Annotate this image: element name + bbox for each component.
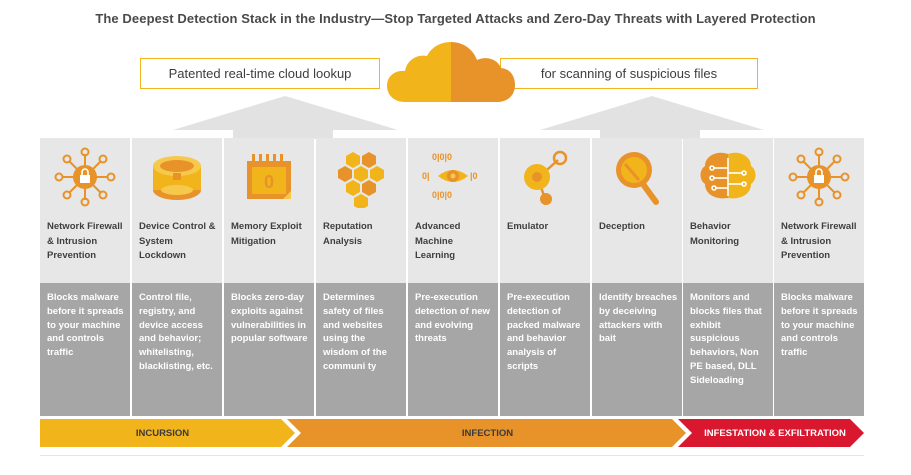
banner-left-text: Patented real-time cloud lookup [168, 66, 352, 81]
phase-incursion: INCURSION [40, 419, 285, 447]
banner-right: for scanning of suspicious files [500, 58, 758, 89]
phase-incursion-shape [40, 419, 295, 447]
layer-description: Blocks malware before it spreads to your… [781, 292, 858, 359]
upward-arrows [173, 96, 764, 139]
layer-header: 0 Memory Exploit Mitigation [224, 138, 314, 283]
phase-infection: INFECTION [295, 419, 680, 447]
layer-memory-exploit: 0 Memory Exploit Mitigation Blocks zero-… [224, 138, 314, 416]
layer-title: Network Firewall & Intrusion Prevention [781, 221, 857, 261]
svg-text:0|0|0: 0|0|0 [432, 190, 452, 200]
layer-behavior-monitoring: Behavior Monitoring Monitors and blocks … [683, 138, 773, 416]
layer-emulator: Emulator Pre-execution detection of pack… [500, 138, 590, 416]
layer-description-panel: Pre-execution detection of new and evolv… [408, 283, 498, 416]
layer-description-panel: Blocks zero-day exploits against vulnera… [224, 283, 314, 416]
layer-network-firewall-2: Network Firewall & Intrusion Prevention … [774, 138, 864, 416]
layer-title: Device Control & System Lockdown [139, 221, 216, 261]
layer-description-panel: Pre-execution detection of packed malwar… [500, 283, 590, 416]
binary-eye-icon: 0|0|0 0|0|0 0| |0 [422, 152, 478, 200]
phase-label: INFECTION [461, 427, 514, 439]
layer-description-panel: Determines safety of files and websites … [316, 283, 406, 416]
layer-title: Behavior Monitoring [690, 221, 740, 247]
layer-header: Device Control & System Lockdown [132, 138, 222, 283]
layer-description: Blocks malware before it spreads to your… [47, 292, 124, 359]
svg-text:0|: 0| [422, 171, 430, 181]
layer-description-panel: Identify breaches by deceiving attackers… [592, 283, 682, 416]
layer-header: Behavior Monitoring [683, 138, 773, 283]
layer-description: Determines safety of files and websites … [323, 292, 387, 372]
layer-description: Pre-execution detection of packed malwar… [507, 292, 581, 372]
layer-network-firewall-1: Network Firewall & Intrusion Prevention … [40, 138, 130, 416]
layer-header: Network Firewall & Intrusion Prevention [40, 138, 130, 283]
layer-description-panel: Blocks malware before it spreads to your… [774, 283, 864, 416]
layer-header: Network Firewall & Intrusion Prevention [774, 138, 864, 283]
phase-label: INCURSION [135, 427, 190, 439]
phase-infestation-shape [678, 419, 864, 447]
layer-description: Identify breaches by deceiving attackers… [599, 292, 678, 345]
layer-device-control: Device Control & System Lockdown Control… [132, 138, 222, 416]
phase-infestation-exfiltration: INFESTATION & EXFILTRATION [690, 419, 860, 447]
svg-text:|0: |0 [470, 171, 478, 181]
banner-right-text: for scanning of suspicious files [540, 66, 718, 81]
layer-description-panel: Blocks malware before it spreads to your… [40, 283, 130, 416]
layer-title: Network Firewall & Intrusion Prevention [47, 221, 123, 261]
memory-chip-icon: 0 [247, 154, 291, 199]
left-arrow [173, 96, 398, 130]
layer-description-panel: Control file, registry, and device acces… [132, 283, 222, 416]
layer-description-panel: Monitors and blocks files that exhibit s… [683, 283, 773, 416]
page-title: The Deepest Detection Stack in the Indus… [95, 11, 816, 26]
layer-header: Emulator [500, 138, 590, 283]
network-hub-lock-icon [788, 147, 850, 207]
layer-description: Pre-execution detection of new and evolv… [415, 292, 490, 345]
layer-header: 0|0|0 0|0|0 0| |0 Advanced Machine Learn… [408, 138, 498, 283]
svg-text:0: 0 [264, 172, 274, 192]
brain-circuit-icon [700, 152, 756, 199]
phase-label: INFESTATION & EXFILTRATION [704, 427, 846, 439]
right-arrow-stem [600, 125, 700, 139]
layer-title: Reputation Analysis [323, 221, 373, 247]
layer-deception: Deception Identify breaches by deceiving… [592, 138, 682, 416]
network-hub-lock-icon [54, 147, 116, 207]
hexagon-cluster-icon [338, 152, 384, 208]
left-arrow-stem [233, 125, 333, 139]
divider [40, 455, 864, 456]
layer-title: Emulator [507, 221, 549, 232]
phase-infection-shape [287, 419, 686, 447]
device-band-lock-icon [153, 156, 201, 200]
layer-machine-learning: 0|0|0 0|0|0 0| |0 Advanced Machine Learn… [408, 138, 498, 416]
layer-description: Blocks zero-day exploits against vulnera… [231, 292, 308, 345]
banner-left: Patented real-time cloud lookup [140, 58, 380, 89]
layer-description: Monitors and blocks files that exhibit s… [690, 292, 762, 386]
layer-header: Reputation Analysis [316, 138, 406, 283]
layer-title: Advanced Machine Learning [415, 221, 461, 261]
layer-header: Deception [592, 138, 682, 283]
emulator-nodes-icon [524, 150, 568, 205]
cloud-icon [387, 42, 515, 102]
layer-description: Control file, registry, and device acces… [139, 292, 213, 372]
right-arrow [540, 96, 764, 130]
layer-title: Memory Exploit Mitigation [231, 221, 302, 247]
svg-text:0|0|0: 0|0|0 [432, 152, 452, 162]
layer-title: Deception [599, 221, 645, 232]
layer-reputation: Reputation Analysis Determines safety of… [316, 138, 406, 416]
magnifier-icon [616, 152, 659, 205]
